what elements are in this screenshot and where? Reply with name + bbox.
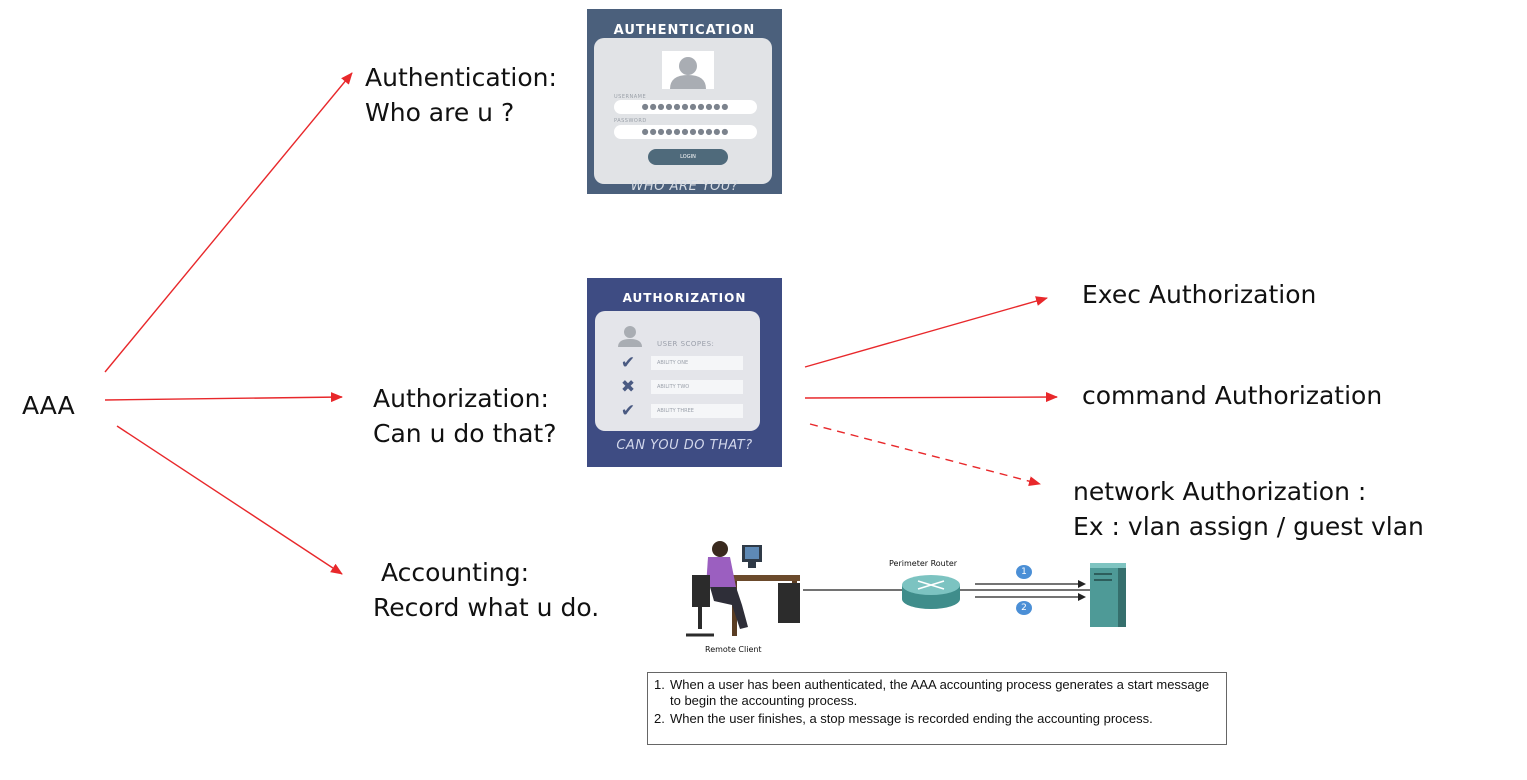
network-authorization-label: network Authorization :: [1073, 477, 1367, 506]
server-icon: [1090, 563, 1126, 627]
check-icon: ✔: [620, 401, 636, 421]
step-two-badge: 2: [1016, 601, 1032, 615]
authorization-question: Can u do that?: [373, 419, 557, 448]
authorization-heading: Authorization:: [373, 384, 549, 413]
authorization-card-footer: CAN YOU DO THAT?: [616, 438, 753, 453]
user-avatar-icon: [617, 325, 643, 347]
cross-icon: ✖: [620, 377, 636, 397]
router-icon: [902, 575, 960, 609]
arrow-to-exec-authorization: [804, 296, 1048, 368]
remote-client-label: Remote Client: [705, 645, 762, 654]
ability-field: ABILITY THREE: [651, 404, 743, 418]
arrow-to-accounting: [116, 425, 343, 575]
arrow-to-network-authorization: [809, 423, 1041, 487]
arrow-to-command-authorization: [804, 392, 1058, 403]
login-button: LOGIN: [648, 149, 728, 165]
user-scopes-label: USER SCOPES:: [657, 340, 715, 348]
note-text: When the user finishes, a stop message i…: [670, 711, 1153, 726]
ability-field: ABILITY ONE: [651, 356, 743, 370]
authentication-card: AUTHENTICATION USERNAME ●●●●●●●●●●● PASS…: [587, 9, 782, 194]
note-item: 1. When a user has been authenticated, t…: [654, 677, 1220, 709]
accounting-notes-box: 1. When a user has been authenticated, t…: [647, 672, 1227, 745]
authorization-card: AUTHORIZATION USER SCOPES: ✔ ABILITY ONE…: [587, 278, 782, 467]
note-number: 2.: [654, 711, 665, 726]
password-label: PASSWORD: [614, 118, 647, 124]
authentication-question: Who are u ?: [365, 98, 515, 127]
arrow-to-authentication: [104, 72, 353, 373]
exec-authorization-label: Exec Authorization: [1082, 280, 1317, 309]
username-label: USERNAME: [614, 94, 647, 100]
note-number: 1.: [654, 677, 665, 692]
ability-field: ABILITY TWO: [651, 380, 743, 394]
login-form-panel: USERNAME ●●●●●●●●●●● PASSWORD ●●●●●●●●●●…: [594, 38, 772, 184]
command-authorization-label: command Authorization: [1082, 381, 1383, 410]
aaa-label: AAA: [22, 391, 75, 420]
accounting-network-diagram: [686, 541, 1126, 637]
message-arrows: [975, 580, 1086, 601]
username-field: ●●●●●●●●●●●: [614, 100, 757, 114]
step-one-badge: 1: [1016, 565, 1032, 579]
remote-client-icon: [686, 541, 800, 637]
perimeter-router-label: Perimeter Router: [889, 559, 958, 568]
authorization-card-title: AUTHORIZATION: [622, 291, 747, 305]
check-icon: ✔: [620, 353, 636, 373]
user-avatar-icon: [662, 51, 714, 89]
note-item: 2. When the user finishes, a stop messag…: [654, 711, 1220, 727]
note-text: When a user has been authenticated, the …: [670, 677, 1210, 708]
accounting-description: Record what u do.: [373, 593, 600, 622]
network-authorization-example: Ex : vlan assign / guest vlan: [1073, 512, 1424, 541]
password-field: ●●●●●●●●●●●: [614, 125, 757, 139]
accounting-heading: Accounting:: [381, 558, 530, 587]
authentication-card-footer: WHO ARE YOU?: [630, 179, 739, 194]
user-scopes-panel: USER SCOPES: ✔ ABILITY ONE ✖ ABILITY TWO…: [595, 311, 760, 431]
authentication-card-title: AUTHENTICATION: [613, 23, 756, 38]
arrow-to-authorization: [104, 392, 343, 403]
authentication-heading: Authentication:: [365, 63, 557, 92]
